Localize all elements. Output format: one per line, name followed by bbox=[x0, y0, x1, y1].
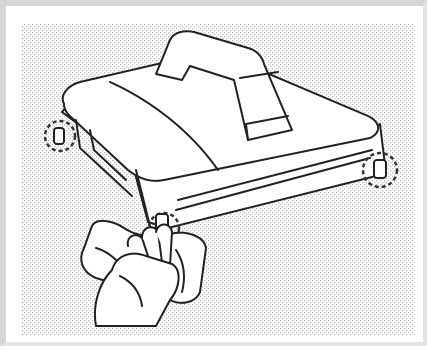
foot-left bbox=[54, 128, 64, 144]
foot-right bbox=[374, 160, 386, 178]
